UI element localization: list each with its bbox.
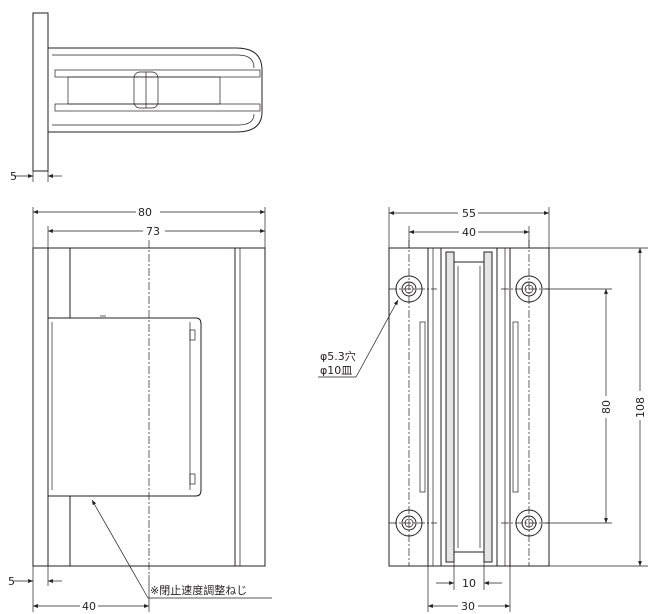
back-view: 55 40	[318, 207, 648, 613]
dim-back-height: 108	[634, 397, 647, 418]
dim-back-width: 55	[462, 207, 476, 220]
side-view-body	[48, 47, 263, 133]
dim-front-inner: 73	[146, 225, 160, 238]
dim-back-hole-pitch-y: 80	[600, 400, 613, 414]
front-view-body	[47, 317, 202, 497]
note-hole-spec-2: φ10皿	[320, 364, 352, 377]
dim-back-center-gap: 10	[462, 577, 476, 590]
dim-back-center-width: 30	[461, 600, 475, 613]
back-view-outline	[388, 247, 550, 567]
dim-back-hole-pitch-x: 40	[462, 226, 476, 239]
note-adjust-screw: ※閉止速度調整ねじ	[150, 583, 247, 597]
front-view: 80 73 5 40 ※閉止速度調整ねじ	[8, 206, 272, 613]
side-view-plate	[32, 12, 49, 172]
note-hole-spec-1: φ5.3穴	[320, 349, 356, 363]
dim-side-thickness: 5	[10, 170, 17, 183]
dim-front-width: 80	[138, 206, 152, 219]
back-view-glass-slot	[453, 261, 485, 553]
dim-front-thickness: 5	[8, 575, 15, 588]
dim-front-offset: 40	[82, 600, 96, 613]
side-view: 5	[10, 12, 263, 183]
